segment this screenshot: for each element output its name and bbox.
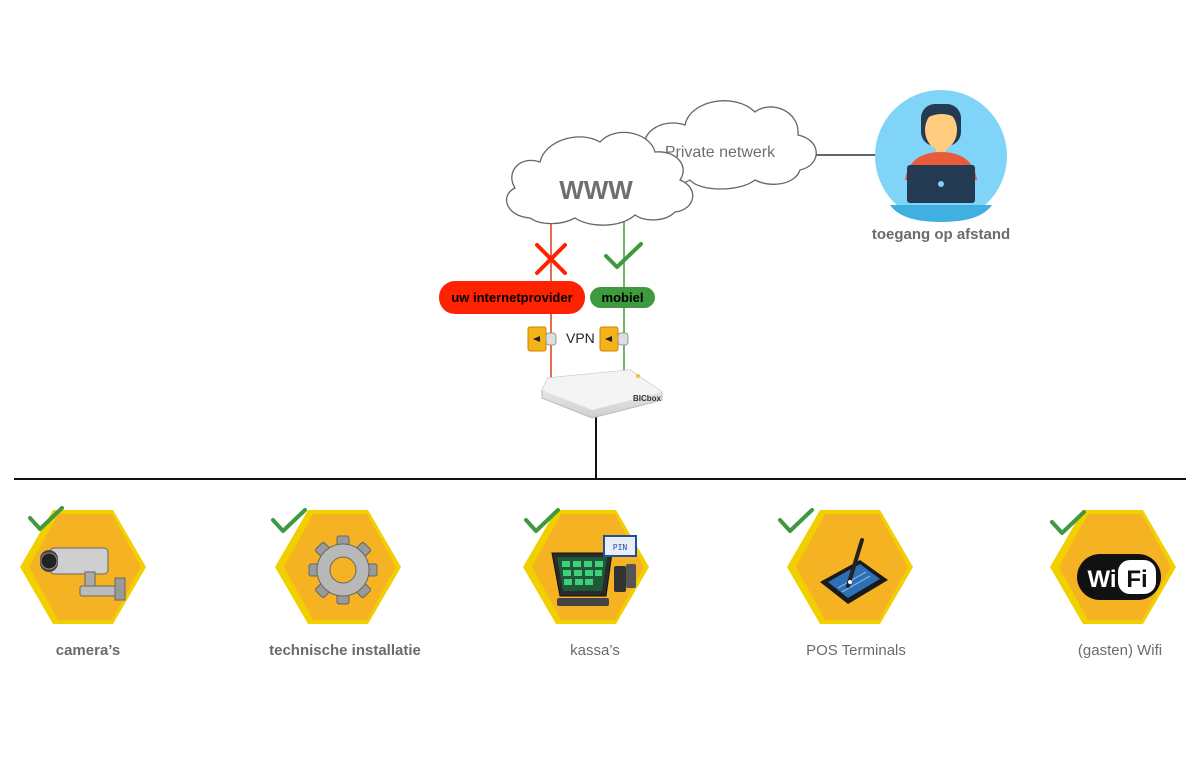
- check-icon: [271, 508, 307, 533]
- provider-pill: uw internetprovider: [439, 281, 585, 314]
- gear-icon: [308, 535, 378, 605]
- vpn-plug-left-icon: [527, 326, 557, 352]
- remote-access-label: toegang op afstand: [871, 226, 1011, 243]
- check-icon: [524, 508, 560, 533]
- check-icon: [778, 508, 814, 533]
- pos-register-icon: PIN: [551, 535, 637, 606]
- router-device: BICbox: [541, 369, 663, 419]
- device-technical-installation: [271, 508, 401, 624]
- vpn-plug-right-icon: [599, 326, 629, 352]
- vpn-label: VPN: [566, 330, 595, 346]
- provider-label: uw internetprovider: [451, 289, 573, 305]
- device-cash-register: PIN: [523, 508, 649, 624]
- mobile-pill: mobiel: [590, 287, 655, 308]
- check-icon: [1050, 510, 1086, 535]
- device-label-wifi: (gasten) Wifi: [1077, 642, 1163, 659]
- device-pos-terminal: [778, 508, 913, 624]
- www-cloud: [505, 131, 694, 226]
- device-label-technical: technische installatie: [269, 642, 421, 659]
- device-label-camera: camera’s: [55, 642, 121, 659]
- device-wifi: Wi Fi: [1050, 510, 1176, 624]
- remote-user-icon: [875, 90, 1007, 222]
- private-network-label: Private netwerk: [665, 144, 776, 161]
- camera-icon: [40, 547, 126, 601]
- svg-text:Wi: Wi: [1087, 566, 1116, 593]
- cross-icon: [535, 243, 567, 275]
- svg-text:Fi: Fi: [1126, 566, 1147, 593]
- wifi-icon: Wi Fi: [1077, 554, 1161, 600]
- router-brand-label: BICbox: [633, 394, 662, 403]
- device-label-pos: POS Terminals: [806, 642, 906, 659]
- www-label: WWW: [559, 175, 633, 205]
- svg-text:PIN: PIN: [613, 543, 628, 552]
- pen-tablet-icon: [820, 538, 888, 604]
- check-icon: [604, 242, 643, 269]
- device-label-register: kassa’s: [570, 642, 620, 659]
- device-camera: [20, 506, 146, 624]
- mobile-label: mobiel: [601, 290, 644, 305]
- check-icon: [28, 506, 64, 531]
